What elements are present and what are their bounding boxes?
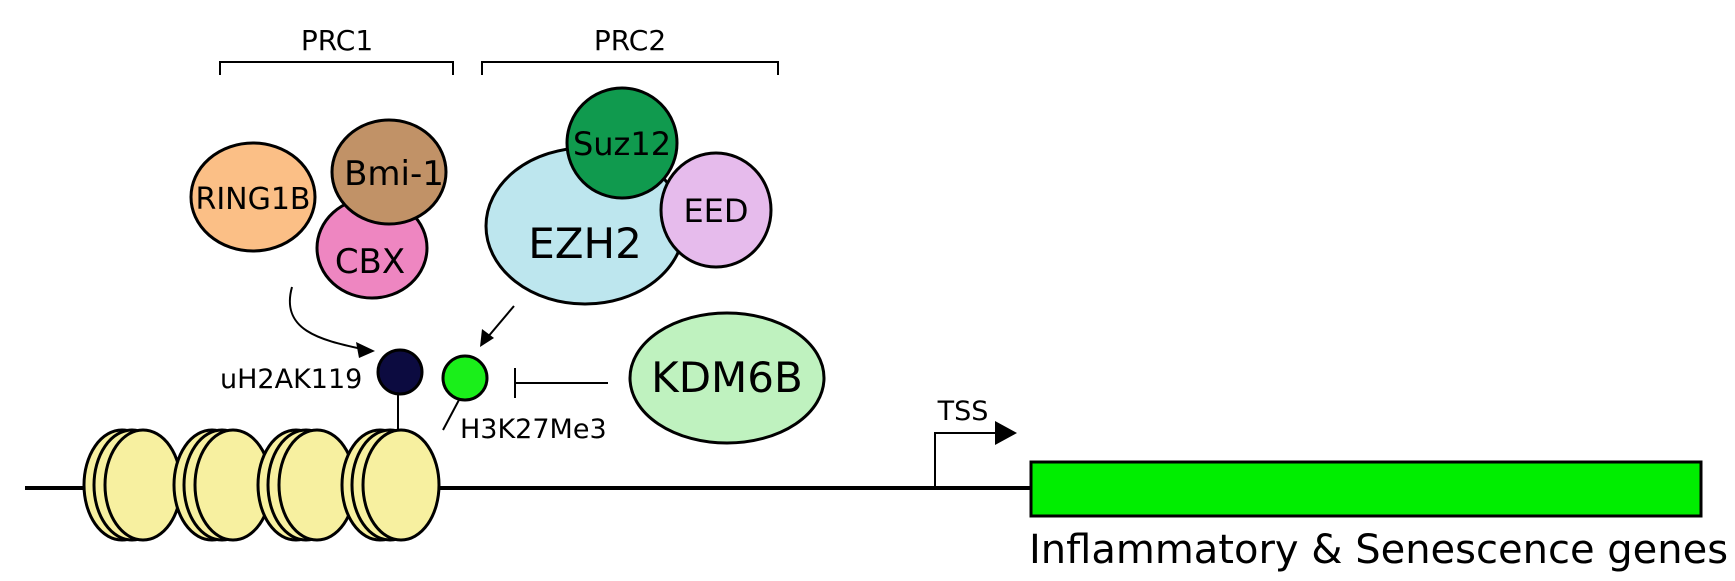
cbx-label: CBX — [335, 242, 405, 282]
h3k27me3-label: H3K27Me3 — [460, 414, 607, 445]
uh2ak119-mark-dot — [376, 348, 424, 396]
gene-bar — [1029, 460, 1703, 518]
prc2-arrowhead — [480, 329, 494, 347]
prc2-bracket — [481, 61, 779, 75]
uh2ak119-label: uH2AK119 — [220, 364, 362, 395]
prc1-arrowhead — [356, 342, 375, 358]
nucleosome-4 — [340, 428, 441, 542]
ring1b-protein — [189, 141, 317, 253]
ring1b-label: RING1B — [195, 182, 310, 217]
ezh2-label: EZH2 — [528, 219, 642, 268]
suz12-protein — [565, 86, 679, 200]
prc2-arrow — [486, 305, 515, 339]
prc1-bracket — [219, 61, 454, 75]
prc2-label: PRC2 — [594, 24, 666, 57]
nucleosome-array — [82, 428, 441, 542]
bmi1-label: Bmi-1 — [344, 154, 444, 194]
nucleosome-1 — [82, 428, 183, 542]
bmi1-protein — [330, 118, 448, 226]
kdm6b-protein — [628, 311, 826, 445]
h3k27me3-mark-dot — [441, 354, 489, 402]
suz12-label: Suz12 — [573, 125, 671, 163]
tss-arrowhead — [995, 421, 1017, 445]
gene-label: Inflammatory & Senescence genes — [1029, 527, 1728, 573]
h3k27me3-tail — [442, 397, 461, 431]
prc1-label: PRC1 — [301, 24, 373, 57]
nucleosome-3 — [256, 428, 357, 542]
eed-protein — [659, 151, 773, 269]
tss-label: TSS — [937, 396, 989, 427]
nucleosome-2 — [172, 428, 273, 542]
prc1-arrow — [289, 286, 363, 350]
tss-arrow — [934, 432, 995, 488]
kdm6b-label: KDM6B — [651, 353, 803, 402]
eed-label: EED — [683, 192, 748, 230]
